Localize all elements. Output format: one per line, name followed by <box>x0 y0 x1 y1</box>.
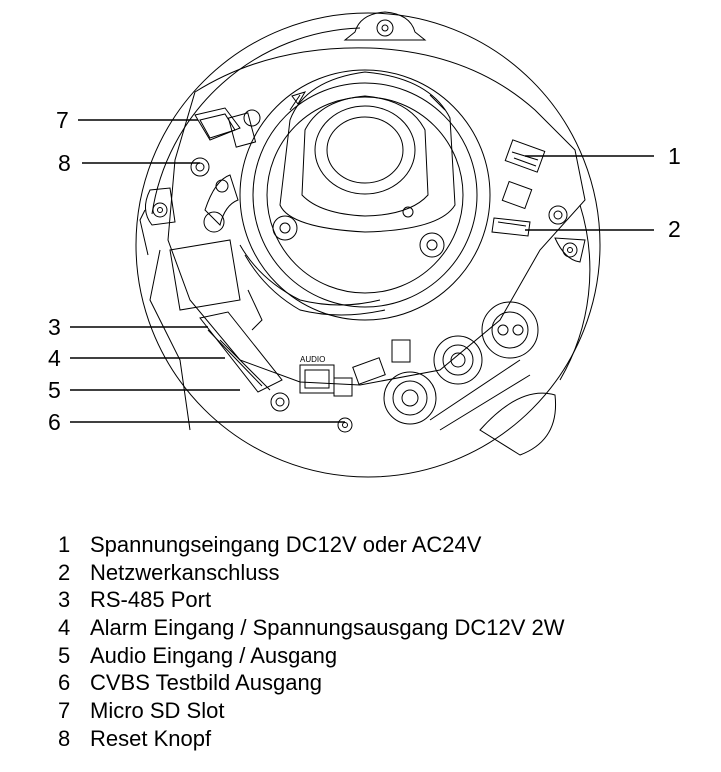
power-network-connectors <box>491 139 546 237</box>
connector-legend: 1 Spannungseingang DC12V oder AC24V 2 Netz… <box>58 531 565 753</box>
legend-number: 8 <box>58 725 71 751</box>
legend-text: Spannungseingang DC12V oder AC24V <box>90 532 482 557</box>
legend-item: 8 Reset Knopf <box>58 725 565 753</box>
sd-slot-area <box>194 107 261 233</box>
legend-number: 6 <box>58 670 71 696</box>
internal-cables <box>169 239 386 331</box>
legend-item: 6 CVBS Testbild Ausgang <box>58 669 565 697</box>
mounting-tabs <box>145 11 586 433</box>
inner-base-plate <box>167 47 586 456</box>
legend-number: 1 <box>58 532 71 557</box>
legend-text: Netzwerkanschluss <box>90 559 280 585</box>
legend-item: 1 Spannungseingang DC12V oder AC24V <box>58 531 565 559</box>
audio-marking: AUDIO <box>300 355 325 364</box>
legend-item: 5 Audio Eingang / Ausgang <box>58 642 565 670</box>
legend-item: 7 Micro SD Slot <box>58 697 565 725</box>
callout-6: 6 <box>48 409 61 435</box>
legend-number: 2 <box>58 559 71 585</box>
legend-item: 3 RS-485 Port <box>58 586 565 614</box>
callout-1: 1 <box>668 143 681 169</box>
callout-leaders <box>70 119 654 423</box>
legend-text: RS-485 Port <box>90 587 212 613</box>
legend-text: Reset Knopf <box>90 725 212 751</box>
lens-module <box>239 69 491 321</box>
legend-text: CVBS Testbild Ausgang <box>90 670 322 696</box>
callout-2: 2 <box>668 216 681 242</box>
callout-numbers: 1 2 3 4 5 6 7 8 <box>48 107 681 435</box>
callout-3: 3 <box>48 314 61 340</box>
legend-text: Alarm Eingang / Spannungsausgang DC12V 2… <box>90 615 565 641</box>
legend-number: 3 <box>58 587 71 613</box>
legend-item: 4 Alarm Eingang / Spannungsausgang DC12V … <box>58 614 565 642</box>
legend-number: 4 <box>58 615 71 641</box>
callout-8: 8 <box>58 150 71 176</box>
camera-housing <box>135 12 601 478</box>
legend-text: Audio Eingang / Ausgang <box>90 642 338 668</box>
legend-number: 5 <box>58 642 71 668</box>
legend-number: 7 <box>58 698 71 724</box>
callout-7: 7 <box>56 107 69 133</box>
legend-item: 2 Netzwerkanschluss <box>58 559 565 587</box>
legend-text: Micro SD Slot <box>90 698 225 724</box>
terminal-blocks: AUDIO <box>199 311 411 397</box>
callout-5: 5 <box>48 377 61 403</box>
callout-4: 4 <box>48 345 61 371</box>
cable-glands <box>383 301 539 431</box>
